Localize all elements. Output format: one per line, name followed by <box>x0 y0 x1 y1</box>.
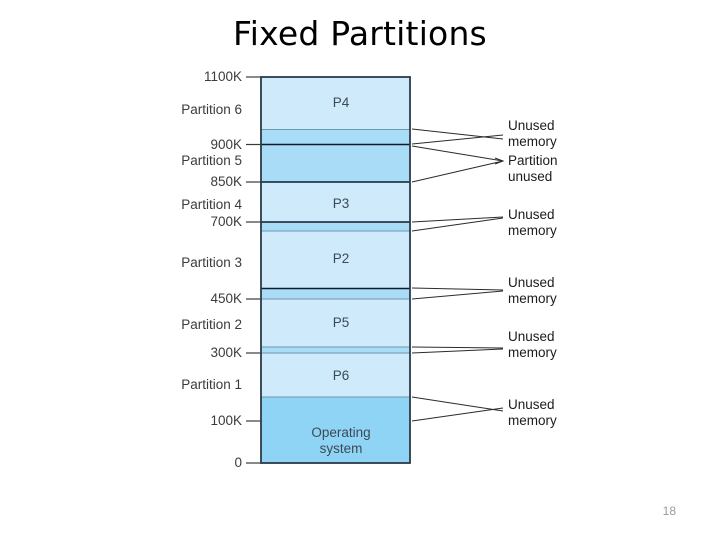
leader-unused-memory-1b <box>411 134 504 145</box>
block-unused-partition4 <box>261 222 410 231</box>
address-label-100k: 100K <box>210 413 242 428</box>
block-label-p4: P4 <box>333 95 350 110</box>
block-label-os-line2: system <box>320 441 363 456</box>
partition-label-2: Partition 2 <box>181 317 242 332</box>
block-labels: P4 P3 P2 P5 P6 Operating system <box>311 95 370 456</box>
annotation-6-line1: Unused <box>508 397 555 412</box>
block-label-p5: P5 <box>333 315 350 330</box>
partition-label-5: Partition 5 <box>181 153 242 168</box>
block-p2 <box>261 231 410 288</box>
memory-frame <box>260 76 411 464</box>
block-unused-partition3 <box>261 288 410 299</box>
address-label-850k: 850K <box>210 174 242 189</box>
address-label-900k: 900K <box>210 137 242 152</box>
block-operating-system <box>261 397 410 463</box>
annotation-5-line1: Unused <box>508 329 555 344</box>
block-p4 <box>261 77 410 129</box>
block-p3 <box>261 182 410 222</box>
leader-unused-memory-1a <box>411 128 504 140</box>
leader-unused-memory-5a <box>411 396 504 412</box>
address-label-700k: 700K <box>210 214 242 229</box>
leader-unused-memory-5b <box>411 407 504 422</box>
address-ticks <box>246 76 261 464</box>
annotation-1-line1: Unused <box>508 118 555 133</box>
block-p6 <box>261 353 410 397</box>
address-label-300k: 300K <box>210 345 242 360</box>
block-label-p2: P2 <box>333 251 350 266</box>
leader-unused-memory-3b <box>411 290 504 300</box>
leader-partition-unused-b <box>411 160 504 183</box>
partition-label-6: Partition 6 <box>181 102 242 117</box>
annotation-4-line1: Unused <box>508 275 555 290</box>
leader-unused-memory-2b <box>411 217 504 232</box>
partition-label-3: Partition 3 <box>181 255 242 270</box>
address-label-450k: 450K <box>210 291 242 306</box>
address-labels: 1100K 900K 850K 700K 450K 300K 100K 0 <box>204 69 242 470</box>
annotations: Unused memory Partition unused Unused me… <box>508 118 558 428</box>
page-number: 18 <box>662 504 676 518</box>
annotation-6-line2: memory <box>508 413 557 428</box>
partition-label-4: Partition 4 <box>181 197 242 212</box>
block-label-p3: P3 <box>333 196 350 211</box>
annotation-2-line1: Partition <box>508 153 558 168</box>
leader-unused-memory-4a <box>411 346 504 349</box>
partition-label-1: Partition 1 <box>181 377 242 392</box>
leader-partition-unused-a <box>411 145 504 162</box>
block-label-os-line1: Operating <box>311 425 370 440</box>
leader-unused-memory-2a <box>411 216 504 223</box>
block-unused-partition6 <box>261 129 410 144</box>
annotation-4-line2: memory <box>508 291 557 306</box>
page-title: Fixed Partitions <box>233 14 487 53</box>
leader-unused-memory-3a <box>411 287 504 291</box>
leader-unused-memory-4b <box>411 348 504 354</box>
leader-lines <box>411 128 505 422</box>
annotation-3-line2: memory <box>508 223 557 238</box>
block-partition5-unused <box>261 145 410 182</box>
annotation-3-line1: Unused <box>508 207 555 222</box>
annotation-2-line2: unused <box>508 169 552 184</box>
block-label-p6: P6 <box>333 368 350 383</box>
address-label-1100k: 1100K <box>204 69 242 84</box>
partition-dividers <box>261 128 410 398</box>
block-p5 <box>261 299 410 347</box>
leader-partition-unused-arrow <box>494 157 505 165</box>
address-label-0: 0 <box>234 455 242 470</box>
block-unused-partition2 <box>261 347 410 353</box>
annotation-5-line2: memory <box>508 345 557 360</box>
memory-column <box>261 77 410 463</box>
partition-labels: Partition 6 Partition 5 Partition 4 Part… <box>181 102 242 392</box>
annotation-1-line2: memory <box>508 134 557 149</box>
